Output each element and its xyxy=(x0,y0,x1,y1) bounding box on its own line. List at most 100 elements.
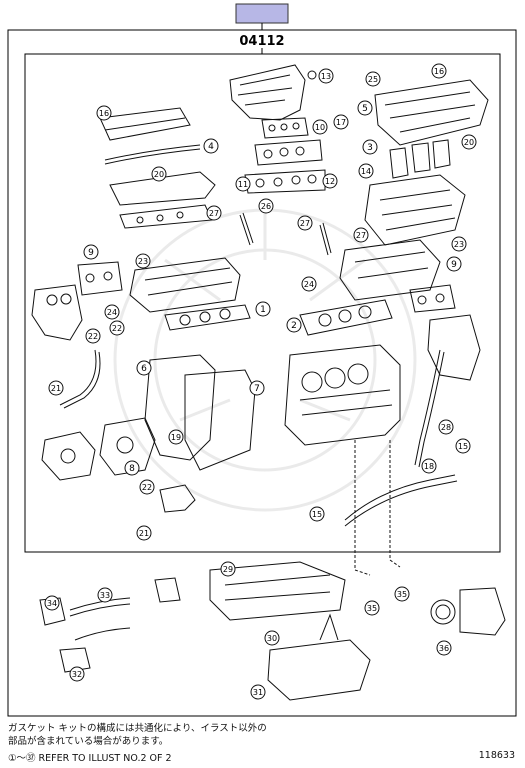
callout-circle xyxy=(151,166,167,182)
callout-number: 20 xyxy=(154,170,164,179)
callout-circle xyxy=(44,595,60,611)
callout-number: 18 xyxy=(424,462,434,471)
callout-circle xyxy=(364,600,380,616)
callout-27: 27 xyxy=(206,205,222,221)
callout-number: 1 xyxy=(260,305,266,315)
callout-circle xyxy=(249,380,265,396)
callout-number: 21 xyxy=(139,529,149,538)
callout-circle xyxy=(333,114,349,130)
callout-number: 26 xyxy=(261,202,271,211)
note-line-1: ガスケット キットの構成には共通化により、イラスト以外の xyxy=(8,723,267,734)
callout-number: 29 xyxy=(223,565,233,574)
callout-31: 31 xyxy=(250,684,266,700)
callout-19: 19 xyxy=(168,429,184,445)
callout-25: 25 xyxy=(365,71,381,87)
callout-circle xyxy=(421,458,437,474)
callout-circle xyxy=(358,163,374,179)
callout-36: 36 xyxy=(436,640,452,656)
callout-20: 20 xyxy=(151,166,167,182)
callout-circle xyxy=(104,304,120,320)
callout-number: 6 xyxy=(141,364,147,374)
callout-9: 9 xyxy=(446,256,462,272)
callout-24: 24 xyxy=(301,276,317,292)
callout-circle xyxy=(97,587,113,603)
callout-number: 22 xyxy=(142,483,152,492)
callout-circle xyxy=(438,419,454,435)
callout-circle xyxy=(322,173,338,189)
callout-number: 7 xyxy=(254,384,260,394)
callout-circle xyxy=(451,236,467,252)
callout-number: 16 xyxy=(99,109,109,118)
callout-number: 8 xyxy=(129,464,135,474)
callout-11: 11 xyxy=(235,176,251,192)
callout-27: 27 xyxy=(353,227,369,243)
callout-number: 19 xyxy=(171,433,181,442)
callout-circle xyxy=(258,198,274,214)
callout-32: 32 xyxy=(69,666,85,682)
callout-number: 27 xyxy=(356,231,366,240)
callout-circle xyxy=(139,479,155,495)
callout-circle xyxy=(353,227,369,243)
callout-number: 21 xyxy=(51,384,61,393)
callout-21: 21 xyxy=(48,380,64,396)
callout-number: 33 xyxy=(100,591,110,600)
callout-number: 9 xyxy=(88,248,94,258)
callout-24: 24 xyxy=(104,304,120,320)
callout-circle xyxy=(461,134,477,150)
kit-number: 04112 xyxy=(239,34,284,49)
callout-number: 25 xyxy=(368,75,378,84)
callout-3: 3 xyxy=(362,139,378,155)
note-line-2: 部品が含まれている場合があります。 xyxy=(8,736,169,747)
callout-10: 10 xyxy=(312,119,328,135)
notes-block: ガスケット キットの構成には共通化により、イラスト以外の 部品が含まれている場合… xyxy=(8,722,267,748)
refer-note: ①～㊲ REFER TO ILLUST NO.2 OF 2 xyxy=(8,753,172,764)
callout-22: 22 xyxy=(85,328,101,344)
illustration-id: 118633 xyxy=(478,750,515,761)
callout-number: 31 xyxy=(253,688,263,697)
callout-circle xyxy=(109,320,125,336)
callout-number: 22 xyxy=(88,332,98,341)
callout-18: 18 xyxy=(421,458,437,474)
callout-14: 14 xyxy=(358,163,374,179)
callout-number: 36 xyxy=(439,644,449,653)
callout-28: 28 xyxy=(438,419,454,435)
callout-4: 4 xyxy=(203,138,219,154)
callout-circle xyxy=(203,138,219,154)
callout-6: 6 xyxy=(136,360,152,376)
callout-circle xyxy=(136,525,152,541)
callout-circle xyxy=(83,244,99,260)
callout-circle xyxy=(168,429,184,445)
kit-header-tab xyxy=(235,3,289,24)
callout-circle xyxy=(436,640,452,656)
callout-33: 33 xyxy=(97,587,113,603)
callout-number: 13 xyxy=(321,72,331,81)
callout-number: 32 xyxy=(72,670,82,679)
callout-2: 2 xyxy=(286,317,302,333)
callout-number: 12 xyxy=(325,177,335,186)
callout-number: 27 xyxy=(300,219,310,228)
callout-number: 9 xyxy=(451,260,457,270)
callout-22: 22 xyxy=(139,479,155,495)
callout-30: 30 xyxy=(264,630,280,646)
callout-circle xyxy=(96,105,112,121)
callout-8: 8 xyxy=(124,460,140,476)
callout-circle xyxy=(124,460,140,476)
outer-border xyxy=(7,29,517,717)
callout-circle xyxy=(309,506,325,522)
callout-number: 24 xyxy=(107,308,117,317)
callout-20: 20 xyxy=(461,134,477,150)
callout-number: 16 xyxy=(434,67,444,76)
callout-circle xyxy=(48,380,64,396)
callout-number: 22 xyxy=(112,324,122,333)
callout-number: 15 xyxy=(458,442,468,451)
callout-1: 1 xyxy=(255,301,271,317)
callout-35: 35 xyxy=(364,600,380,616)
callout-circle xyxy=(312,119,328,135)
callout-circle xyxy=(362,139,378,155)
callout-15: 15 xyxy=(455,438,471,454)
callout-circle xyxy=(318,68,334,84)
callout-16: 16 xyxy=(96,105,112,121)
callout-circle xyxy=(431,63,447,79)
callout-number: 23 xyxy=(138,257,148,266)
